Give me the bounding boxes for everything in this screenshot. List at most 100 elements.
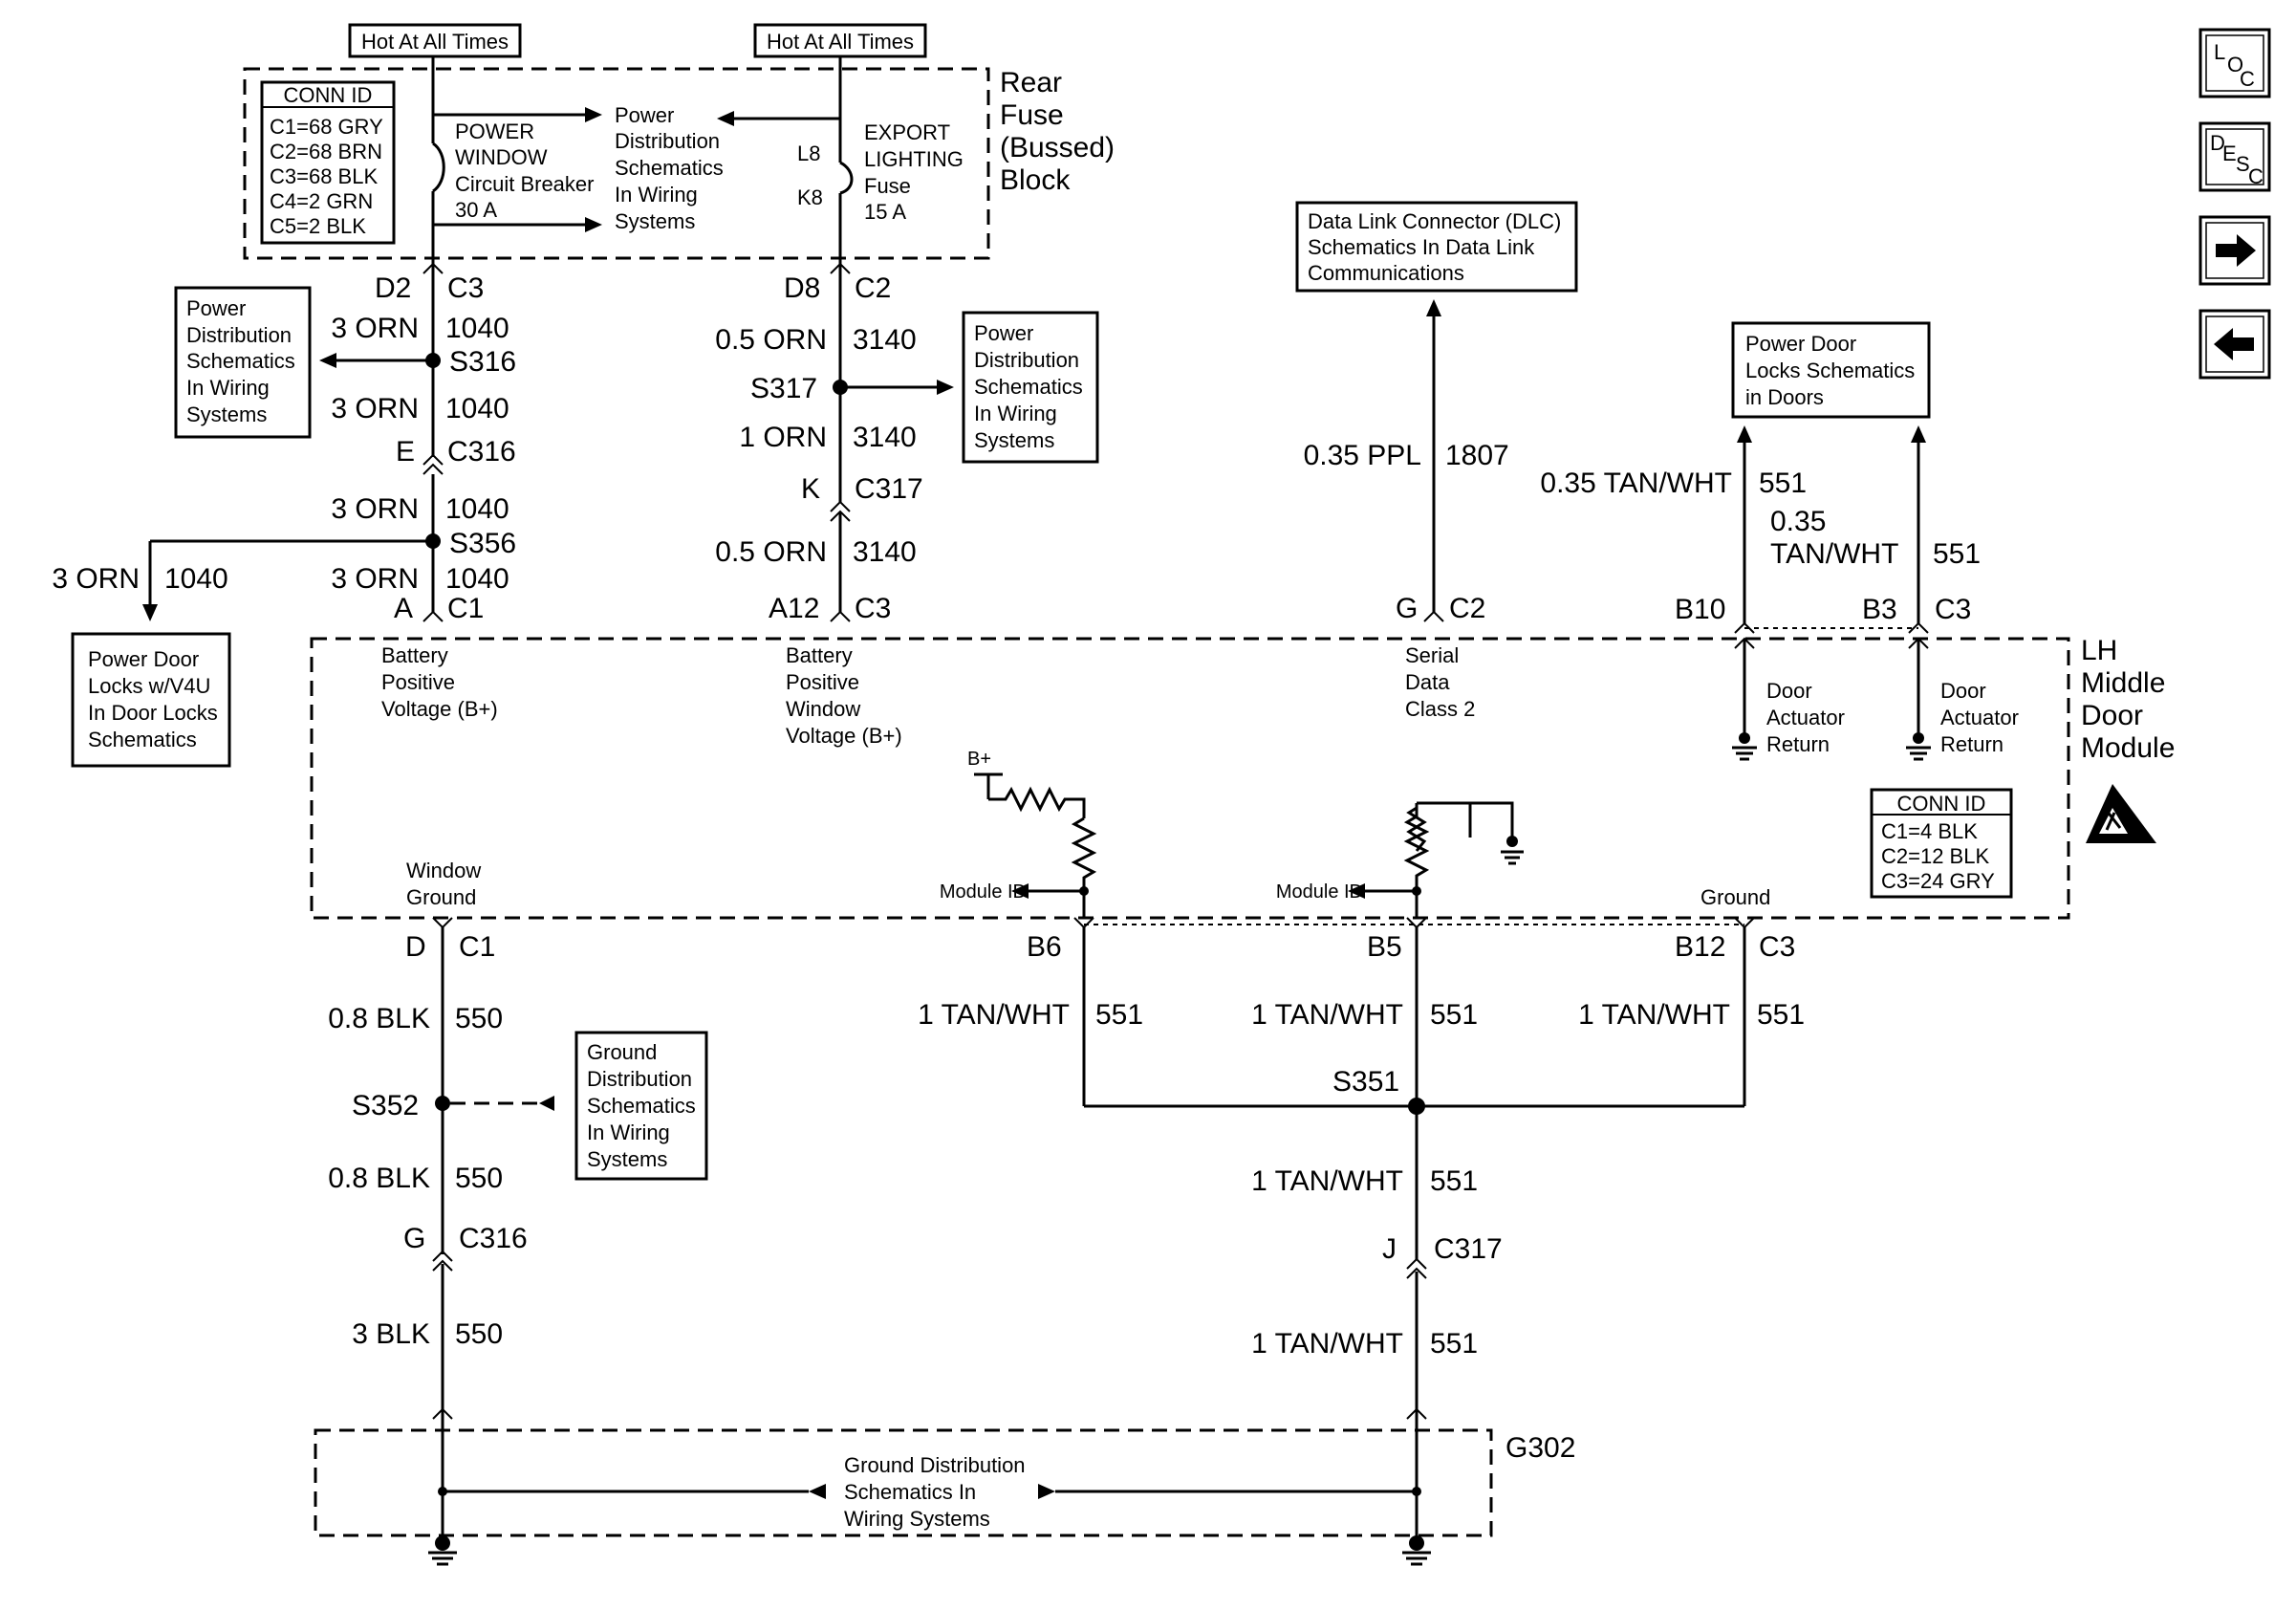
svg-text:A12: A12 [769, 593, 819, 624]
desc-button[interactable]: D E S C [2199, 121, 2271, 192]
svg-text:C1=68 GRY: C1=68 GRY [270, 115, 383, 139]
svg-text:Communications: Communications [1308, 261, 1464, 285]
svg-text:in Doors: in Doors [1745, 385, 1824, 409]
svg-text:S352: S352 [352, 1090, 419, 1121]
svg-text:C1: C1 [447, 593, 484, 624]
svg-text:C1: C1 [459, 931, 495, 963]
svg-text:LH: LH [2081, 635, 2117, 666]
svg-text:551: 551 [1933, 538, 1981, 570]
svg-text:Power: Power [974, 321, 1033, 345]
resistor-module-id-b6: B+ Module ID [940, 749, 1097, 903]
svg-text:Module ID: Module ID [940, 881, 1027, 903]
svg-text:3 ORN: 3 ORN [331, 563, 419, 595]
svg-text:3140: 3140 [853, 536, 917, 568]
svg-text:Schematics: Schematics [88, 728, 197, 751]
svg-text:Schematics: Schematics [587, 1094, 696, 1118]
svg-text:Wiring Systems: Wiring Systems [844, 1507, 990, 1531]
svg-text:550: 550 [455, 1163, 503, 1194]
arrow-right-icon [2216, 234, 2256, 267]
ground-icon [428, 1551, 457, 1566]
svg-text:Rear: Rear [1000, 67, 1062, 98]
hot-at-all-times-label-2: Hot At All Times [753, 23, 927, 58]
svg-text:WINDOW: WINDOW [455, 145, 548, 169]
svg-text:1807: 1807 [1445, 440, 1509, 471]
arrow-left-icon [2214, 328, 2254, 360]
svg-text:B3: B3 [1862, 594, 1897, 625]
svg-text:S351: S351 [1332, 1066, 1399, 1098]
svg-text:Block: Block [1000, 164, 1071, 196]
wire-labels-551-top: 0.35 TAN/WHT 551 0.35 TAN/WHT 551 B10 B3… [1540, 468, 1981, 625]
svg-text:C317: C317 [1434, 1233, 1503, 1265]
svg-text:C317: C317 [855, 473, 923, 505]
svg-text:1 TAN/WHT: 1 TAN/WHT [1251, 1165, 1403, 1197]
rear-fuse-block-title: Rear Fuse (Bussed) Block [1000, 67, 1115, 196]
dlc-schematics-box: Data Link Connector (DLC) Schematics In … [1295, 201, 1578, 293]
svg-text:3 ORN: 3 ORN [331, 313, 419, 344]
svg-text:C5=2 BLK: C5=2 BLK [270, 214, 366, 238]
ground-distribution-box: Ground Distribution Schematics In Wiring… [574, 1031, 708, 1181]
g302-label: G302 [1505, 1432, 1575, 1464]
pd-schematics-fuse-block: Power Distribution Schematics In Wiring … [615, 103, 724, 233]
power-window-breaker-label: POWER WINDOW Circuit Breaker 30 A [455, 120, 594, 222]
ground-icon [1906, 746, 1931, 761]
svg-text:Window: Window [786, 697, 860, 721]
svg-text:3140: 3140 [853, 422, 917, 453]
svg-text:1040: 1040 [445, 563, 509, 595]
svg-text:Hot At All Times: Hot At All Times [361, 30, 509, 54]
svg-text:CONN ID: CONN ID [284, 83, 373, 107]
pd-schematics-box-left: Power Distribution Schematics In Wiring … [174, 286, 312, 439]
svg-text:Actuator: Actuator [1940, 706, 2019, 729]
svg-text:Systems: Systems [615, 209, 695, 233]
svg-text:S316: S316 [449, 346, 516, 378]
svg-text:E: E [396, 436, 415, 468]
door-module-title: LH Middle Door Module [2081, 635, 2175, 764]
svg-text:B12: B12 [1675, 931, 1725, 963]
svg-text:B5: B5 [1367, 931, 1402, 963]
svg-text:550: 550 [455, 1318, 503, 1350]
esd-warning-icon [2086, 784, 2156, 843]
svg-text:C3=68 BLK: C3=68 BLK [270, 164, 378, 188]
svg-text:Ground Distribution: Ground Distribution [844, 1453, 1026, 1477]
svg-text:C4=2 GRN: C4=2 GRN [270, 189, 373, 213]
wire-labels-3140: D8 C2 0.5 ORN 3140 S317 1 ORN 3140 K C31… [715, 272, 922, 624]
svg-text:1 TAN/WHT: 1 TAN/WHT [1251, 1328, 1403, 1360]
resistor-b5-body: Module ID [1276, 801, 1470, 903]
svg-text:In Wiring: In Wiring [186, 376, 270, 400]
svg-text:Fuse: Fuse [864, 174, 911, 198]
svg-text:Power: Power [615, 103, 674, 127]
svg-text:0.5 ORN: 0.5 ORN [715, 536, 827, 568]
svg-text:L8: L8 [797, 141, 820, 165]
svg-text:Door: Door [1766, 679, 1812, 703]
svg-text:E: E [2222, 141, 2237, 165]
svg-text:D2: D2 [375, 272, 411, 304]
svg-text:Voltage (B+): Voltage (B+) [786, 724, 902, 748]
svg-text:Return: Return [1940, 732, 2004, 756]
ground-icon [1732, 746, 1757, 761]
svg-text:D: D [2210, 131, 2225, 155]
svg-text:D8: D8 [784, 272, 820, 304]
wire-labels-550: D C1 0.8 BLK 550 S352 0.8 BLK 550 G C316… [328, 931, 527, 1350]
conn-id-fuse-block: CONN ID C1=68 GRY C2=68 BRN C3=68 BLK C4… [260, 80, 396, 245]
svg-text:TAN/WHT: TAN/WHT [1770, 538, 1898, 570]
svg-text:Locks w/V4U: Locks w/V4U [88, 674, 210, 698]
svg-text:Distribution: Distribution [974, 348, 1079, 372]
wire-labels-551-bottom: B6 B5 B12 C3 1 TAN/WHT 551 1 TAN/WHT 551… [918, 931, 1805, 1360]
svg-text:In Wiring: In Wiring [615, 183, 698, 207]
svg-text:Window: Window [406, 859, 481, 882]
loc-button[interactable]: L O C [2199, 28, 2271, 98]
next-arrow-button[interactable] [2199, 215, 2271, 286]
svg-text:0.8 BLK: 0.8 BLK [328, 1163, 430, 1194]
svg-text:Positive: Positive [786, 670, 859, 694]
prev-arrow-button[interactable] [2199, 309, 2271, 380]
svg-text:C3: C3 [1759, 931, 1795, 963]
svg-text:1 TAN/WHT: 1 TAN/WHT [1578, 999, 1730, 1031]
svg-text:B10: B10 [1675, 594, 1725, 625]
svg-text:C3: C3 [1935, 594, 1971, 625]
svg-text:Locks Schematics: Locks Schematics [1745, 359, 1915, 382]
svg-text:3140: 3140 [853, 324, 917, 356]
svg-text:1040: 1040 [445, 313, 509, 344]
svg-text:LIGHTING: LIGHTING [864, 147, 964, 171]
svg-text:1 ORN: 1 ORN [739, 422, 827, 453]
svg-text:Schematics In Data Link: Schematics In Data Link [1308, 235, 1535, 259]
